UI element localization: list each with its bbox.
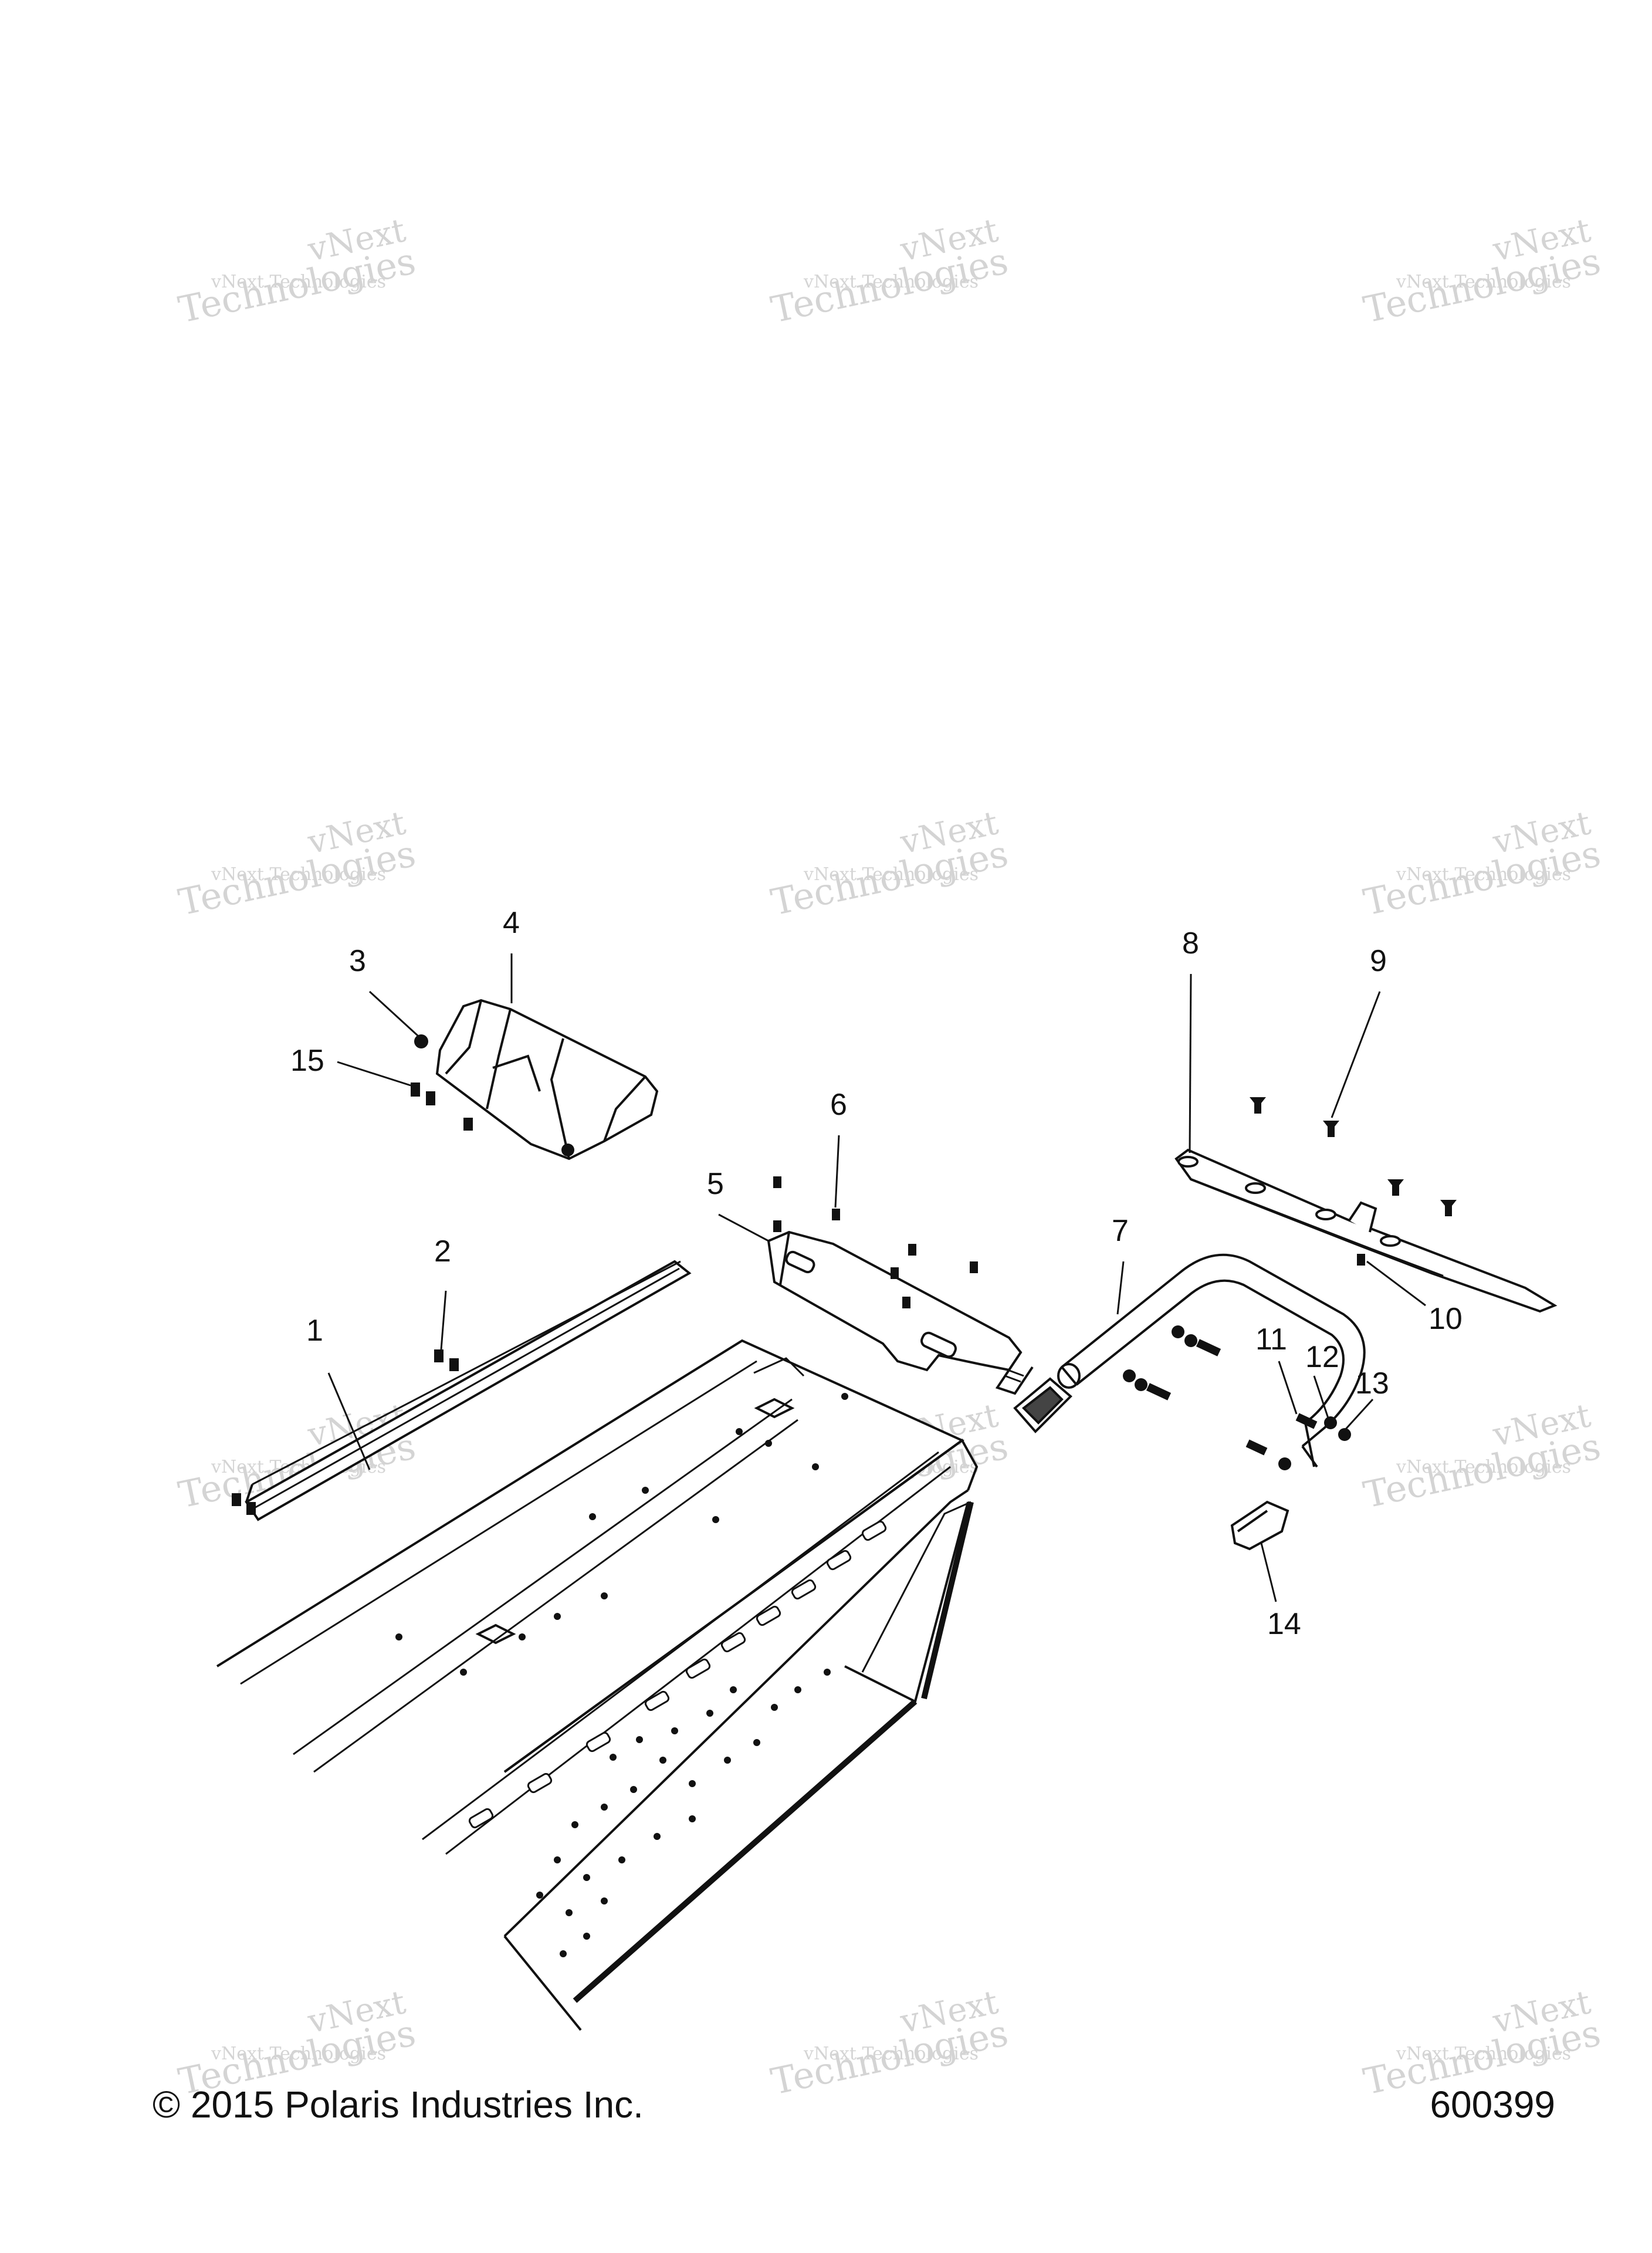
watermark-caption: vNext Technologies [803,2044,979,2064]
part-8-rear-bracket [1174,1148,1558,1313]
watermark-caption: vNext Technologies [1396,2044,1571,2064]
callout-14: 14 [1267,1607,1301,1641]
callout-12: 12 [1305,1340,1339,1374]
tunnel-slots [468,1520,887,1829]
watermark-caption: vNext Technologies [1396,1457,1571,1477]
watermark-caption: vNext Technologies [211,2044,386,2064]
part-3-nut [414,1034,428,1048]
callout-4: 4 [503,906,520,940]
part-7-end-block [1013,1377,1072,1433]
watermark-caption: vNext Technologies [803,864,979,885]
part-9-push-rivets [1250,1097,1457,1216]
part-5-bracket [767,1230,1034,1395]
callout-labels: 1 2 3 4 5 6 7 8 9 10 11 12 13 14 15 [290,906,1463,1641]
tunnel-chassis [216,1339,979,2031]
part-15-screws [411,1082,574,1156]
part-6-screws [773,1176,978,1308]
callout-9: 9 [1370,944,1387,978]
callout-3: 3 [349,944,366,978]
part-2-screws [232,1349,459,1515]
watermark-caption: vNext Technologies [211,864,386,885]
callout-15: 15 [290,1044,324,1078]
hardware-bolts [1123,1325,1351,1470]
watermark-caption: vNext Technologies [803,272,979,292]
watermark-caption: vNext Technologies [211,272,386,292]
callout-13: 13 [1355,1366,1389,1400]
copyright-notice: © 2015 Polaris Industries Inc. [153,2083,644,2126]
callout-1: 1 [306,1314,323,1348]
drawing-number: 600399 [1430,2083,1555,2126]
callout-8: 8 [1182,926,1199,960]
part-14-end-cap [1230,1500,1289,1551]
callout-5: 5 [707,1167,724,1201]
part-10-nut [1357,1254,1365,1266]
callout-11: 11 [1255,1322,1287,1356]
callout-6: 6 [830,1088,847,1122]
watermark-caption: vNext Technologies [1396,864,1571,885]
leader-lines [327,953,1426,1602]
part-4-cover [435,999,659,1161]
watermark-caption: vNext Technologies [1396,272,1571,292]
tunnel-holes [395,1393,848,1957]
callout-2: 2 [434,1234,451,1268]
callout-7: 7 [1112,1214,1129,1248]
callout-10: 10 [1428,1302,1463,1336]
